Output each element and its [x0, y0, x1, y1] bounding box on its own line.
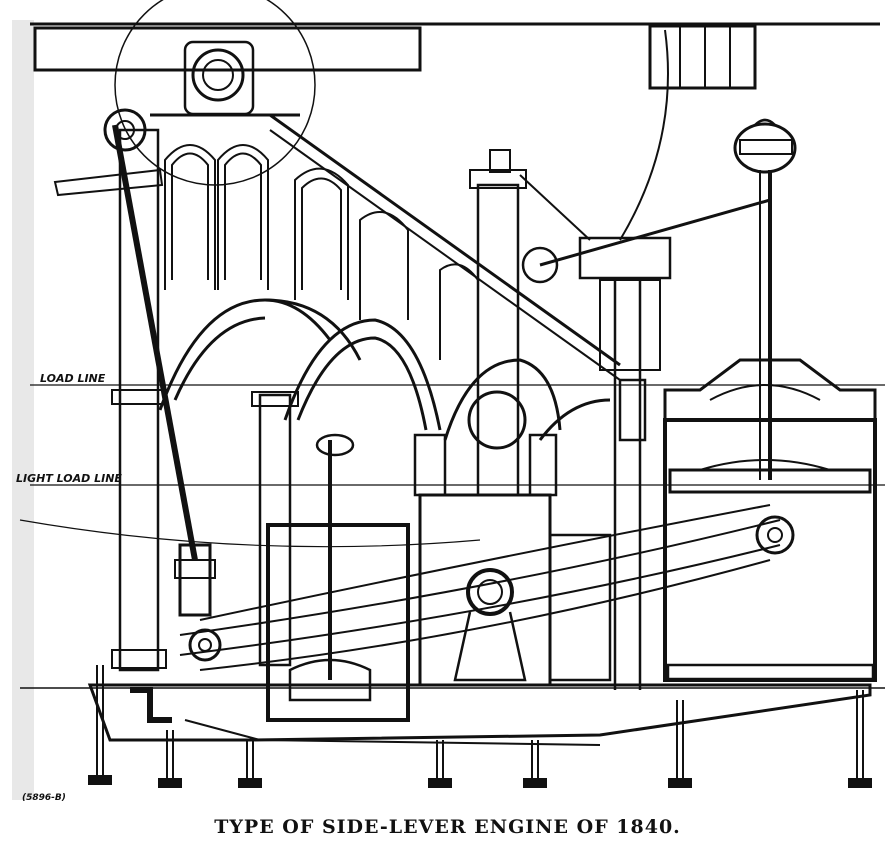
- connecting-rod: [112, 124, 198, 561]
- load-line-label: LOAD LINE: [40, 372, 106, 385]
- side-lever-pin-left: [188, 628, 222, 662]
- plate-number: (5896-B): [22, 793, 66, 803]
- support-legs: [96, 665, 864, 778]
- main-shaft: [191, 48, 245, 102]
- gothic-arches: [158, 298, 611, 441]
- eccentric: [521, 246, 559, 284]
- side-lever-pin-right: [755, 515, 795, 555]
- center-column: [258, 393, 292, 667]
- crank-pin: [466, 568, 514, 616]
- baseplate: [87, 683, 872, 742]
- condenser: [418, 493, 552, 687]
- figure-caption: TYPE OF SIDE-LEVER ENGINE OF 1840.: [214, 816, 681, 838]
- top-left-block: [33, 26, 422, 72]
- top-right-block: [648, 24, 757, 90]
- light-load-line-label: LIGHT LOAD LINE: [16, 472, 122, 485]
- paddle-wheel-arc: [619, 29, 669, 241]
- leg-feet: [88, 775, 872, 788]
- left-column: [118, 128, 160, 672]
- left-margin-shade: [12, 20, 34, 800]
- side-lever: [179, 504, 781, 671]
